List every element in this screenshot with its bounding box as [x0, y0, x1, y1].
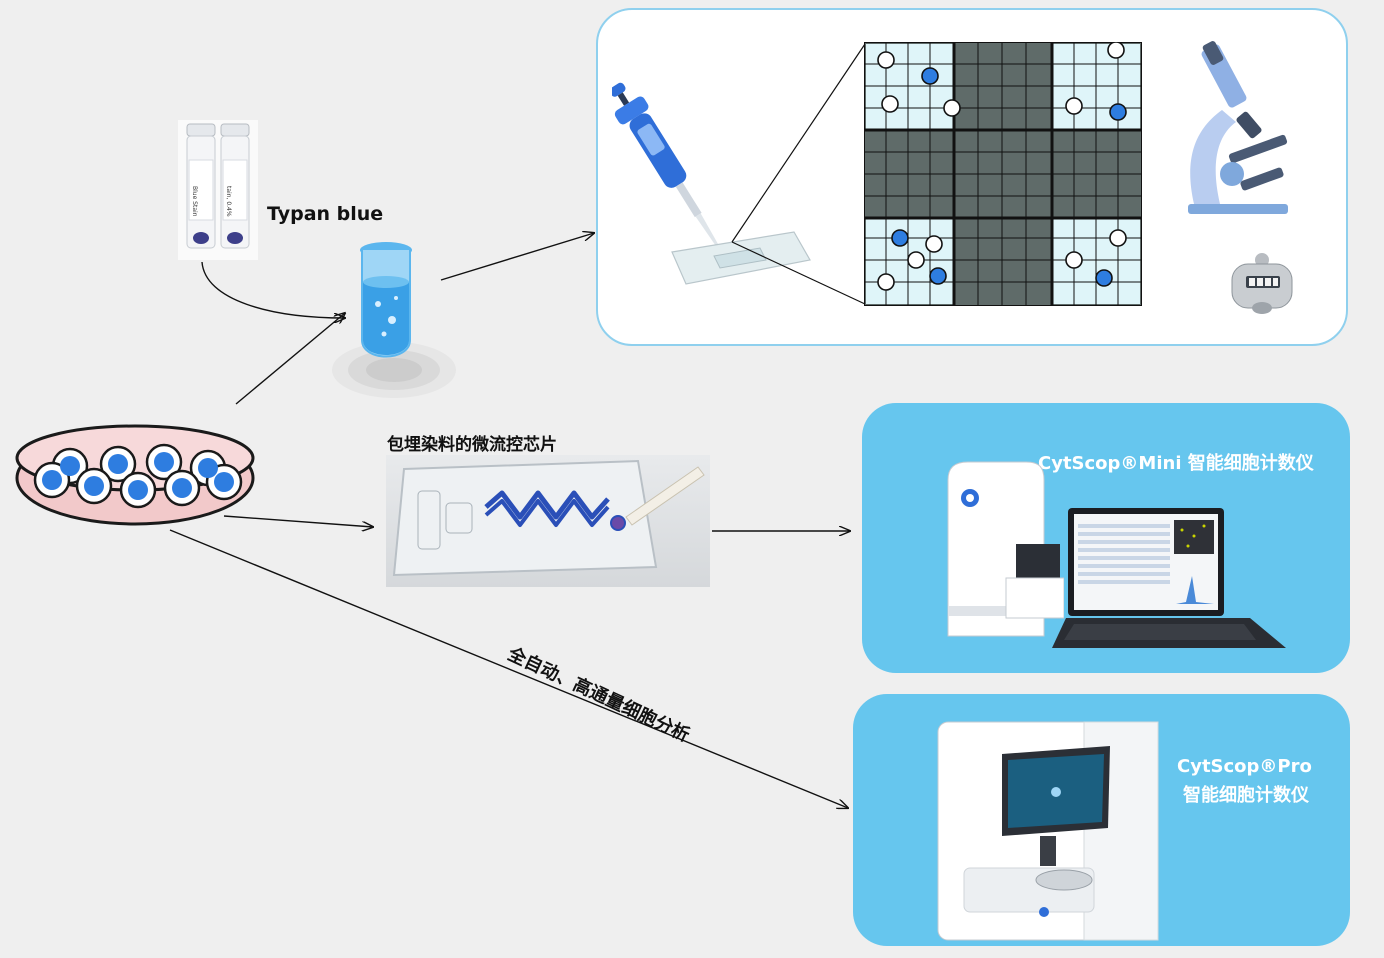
arrow-dish-to-tube — [235, 313, 345, 405]
laptop-icon — [1052, 508, 1286, 648]
pro-instrument-icon — [937, 721, 1159, 941]
vial-label-1: Blue Stain — [191, 186, 198, 217]
pro-instrument-subtitle: 智能细胞计数仪 — [1183, 785, 1309, 806]
pipette-icon — [612, 82, 723, 254]
microscope-icon — [1188, 41, 1288, 214]
mini-instrument-label: CytScop®Mini 智能细胞计数仪 — [1038, 453, 1314, 474]
arrow-vials-to-tube — [201, 261, 345, 318]
vial-label-2: tain, 0.4% — [225, 186, 232, 217]
test-tube-icon — [332, 242, 456, 398]
chip-label: 包埋染料的微流控芯片 — [387, 435, 557, 455]
mini-instrument-icon — [947, 461, 1064, 637]
arrow-tube-to-manual — [440, 233, 594, 281]
zoom-lines — [731, 43, 866, 305]
arrow-dish-to-pro — [169, 529, 848, 808]
petri-dish-icon — [15, 424, 255, 526]
reagent-label: Typan blue — [267, 203, 384, 225]
pro-instrument-name: CytScop®Pro — [1177, 756, 1312, 777]
hand-counter-icon — [1231, 253, 1293, 314]
glass-slide-icon — [671, 231, 811, 285]
arrow-dish-to-chip — [223, 515, 373, 527]
hemocytometer-grid-icon — [864, 42, 1142, 306]
trypan-blue-vials-image: Blue Stain tain, 0.4% — [178, 120, 258, 260]
microfluidic-chip-image — [386, 455, 710, 587]
